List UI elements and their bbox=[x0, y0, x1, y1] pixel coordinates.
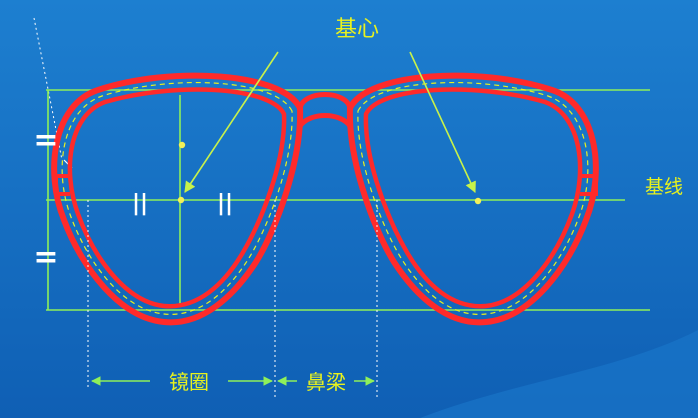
right-lens-rim-inner bbox=[363, 87, 583, 309]
right-end-piece bbox=[578, 174, 598, 196]
equal-mark-left-half: || bbox=[132, 191, 148, 216]
lens-rim-label: 镜圈 bbox=[169, 370, 209, 394]
base-center-label: 基心 bbox=[335, 17, 379, 42]
left-lens-rim-outer bbox=[51, 72, 304, 326]
upper-reference-dot bbox=[178, 141, 186, 149]
left-base-center-dot bbox=[177, 196, 185, 204]
left-lens-rim-inner bbox=[67, 87, 287, 309]
base-line-label: 基线 bbox=[645, 176, 683, 198]
right-lens-dashed-groove bbox=[357, 81, 589, 315]
left-end-piece bbox=[54, 174, 72, 196]
base-center-arrow-left bbox=[184, 51, 279, 193]
left-lens-dashed-groove bbox=[61, 81, 293, 315]
right-base-center-dot bbox=[474, 197, 482, 205]
bridge-label: 鼻梁 bbox=[306, 370, 346, 394]
right-lens-rim-outer bbox=[346, 72, 599, 326]
base-center-arrow-right bbox=[409, 51, 476, 194]
equal-mark-right-half: || bbox=[217, 191, 233, 216]
equal-mark-upper: = bbox=[33, 123, 58, 158]
nose-bridge bbox=[297, 92, 353, 134]
equal-mark-lower: = bbox=[33, 240, 58, 275]
background-glow bbox=[420, 330, 698, 418]
